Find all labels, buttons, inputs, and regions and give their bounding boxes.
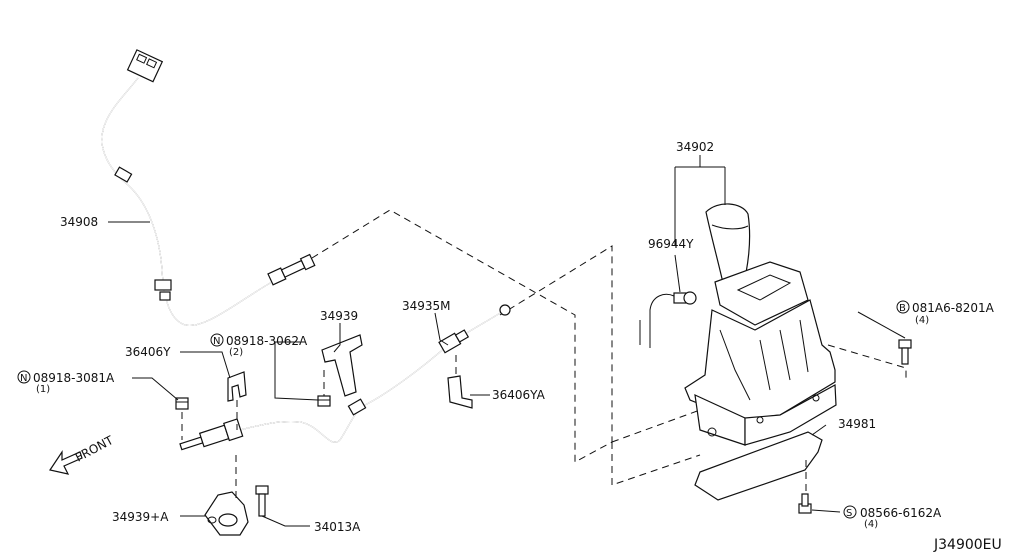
dashed-outline-lower bbox=[611, 409, 701, 486]
control-cable-34908 bbox=[101, 49, 316, 327]
label-34935M: 34935M bbox=[402, 299, 451, 313]
diagram-code: J34900EU bbox=[933, 537, 1002, 553]
label-08918-3081A: 08918-3081A bbox=[33, 371, 115, 385]
clip-36406Y bbox=[227, 371, 247, 402]
nut-08918-3062A bbox=[317, 395, 331, 407]
qty-08918-3081A: (1) bbox=[36, 384, 50, 395]
label-34939: 34939 bbox=[320, 309, 358, 323]
bracket-34939A bbox=[204, 491, 249, 536]
leader-lines bbox=[108, 221, 906, 527]
screw-08566-6162A bbox=[798, 493, 812, 514]
qty-08918-3062A: (2) bbox=[229, 347, 243, 358]
bolt-34013A bbox=[255, 485, 269, 517]
badge-letter-B: B bbox=[899, 303, 906, 314]
label-34013A: 34013A bbox=[314, 520, 361, 534]
label-34908: 34908 bbox=[60, 215, 98, 229]
label-08918-3062A: 08918-3062A bbox=[226, 334, 308, 348]
shift-cable-34935M bbox=[179, 304, 511, 451]
leader-34902 bbox=[674, 155, 726, 293]
label-34939A: 34939+A bbox=[112, 510, 169, 524]
badge-letter-S: S bbox=[846, 508, 852, 519]
qty-08566-6162A: (4) bbox=[864, 519, 878, 530]
nut-type-badge bbox=[17, 370, 31, 384]
screw-type-badge bbox=[843, 505, 857, 519]
clip-36406YA bbox=[447, 375, 473, 409]
shift-lever-assembly-34902 bbox=[684, 203, 837, 446]
bulb-96944Y bbox=[639, 291, 697, 348]
label-36406Y: 36406Y bbox=[125, 345, 171, 359]
label-96944Y: 96944Y bbox=[648, 237, 694, 251]
nut-type-badge bbox=[210, 333, 224, 347]
label-081A6-8201A: 081A6-8201A bbox=[912, 301, 995, 315]
plate-34981 bbox=[694, 431, 823, 501]
label-36406YA: 36406YA bbox=[492, 388, 546, 402]
guide-line bbox=[827, 344, 907, 382]
front-label: FRONT bbox=[73, 433, 116, 465]
label-34981: 34981 bbox=[838, 417, 876, 431]
front-direction-arrow bbox=[49, 450, 83, 475]
badge-letter-N: N bbox=[20, 373, 27, 384]
nut-08918-3081A bbox=[175, 397, 189, 410]
bolt-type-badge bbox=[896, 300, 910, 314]
label-34902: 34902 bbox=[676, 140, 714, 154]
badge-letter-N: N bbox=[213, 336, 220, 347]
label-08566-6162A: 08566-6162A bbox=[860, 506, 942, 520]
bracket-34939 bbox=[321, 334, 363, 397]
bolt-081A6-8201A bbox=[898, 339, 912, 365]
dashed-outline-upper bbox=[311, 209, 613, 463]
qty-081A6-8201A: (4) bbox=[915, 315, 929, 326]
